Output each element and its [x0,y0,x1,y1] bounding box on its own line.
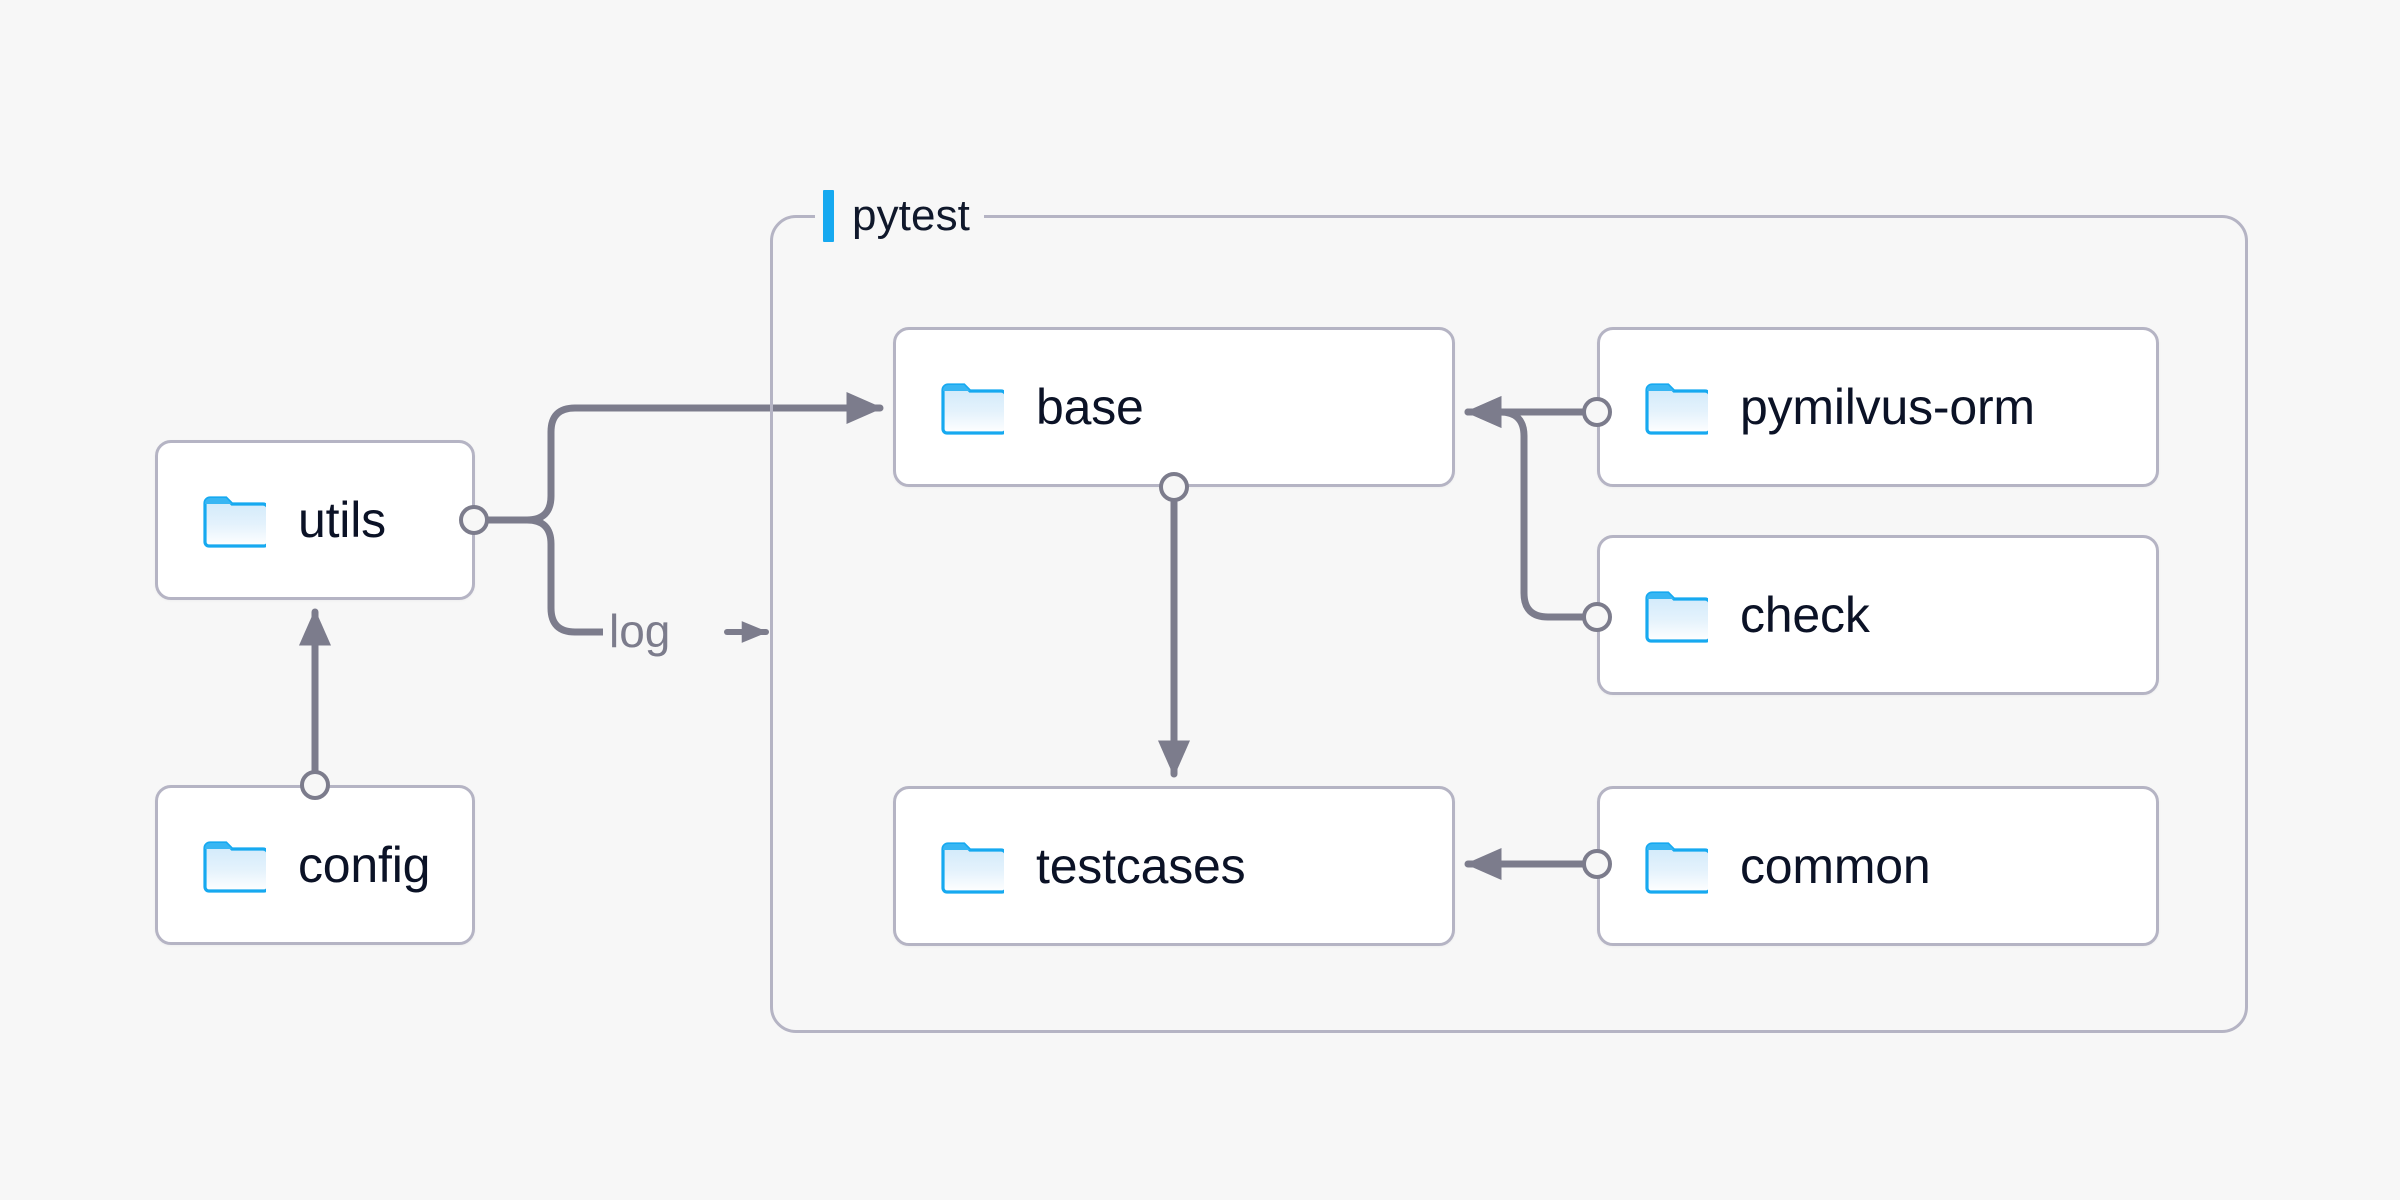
folder-icon [202,837,266,893]
group-pytest-label: pytest [852,191,970,240]
group-accent-bar [823,190,834,242]
port-common-left[interactable] [1582,849,1612,879]
edge-label-log: log [603,604,677,658]
group-pytest-title: pytest [815,188,984,244]
node-utils-label: utils [298,492,386,548]
node-config-label: config [298,837,431,893]
node-common-label: common [1740,838,1931,894]
node-testcases[interactable]: testcases [893,786,1455,946]
node-pymilvus-orm[interactable]: pymilvus-orm [1597,327,2159,487]
port-utils-right[interactable] [459,505,489,535]
port-check-left[interactable] [1582,602,1612,632]
folder-icon [202,492,266,548]
node-check-label: check [1740,587,1870,643]
node-pymilvus-orm-label: pymilvus-orm [1740,379,2035,435]
folder-icon [940,379,1004,435]
node-utils[interactable]: utils [155,440,475,600]
port-base-bottom[interactable] [1159,472,1189,502]
node-base-label: base [1036,379,1144,435]
node-testcases-label: testcases [1036,838,1246,894]
port-pymilvus-orm-left[interactable] [1582,397,1612,427]
node-config[interactable]: config [155,785,475,945]
port-config-top[interactable] [300,770,330,800]
group-pytest[interactable] [770,215,2248,1033]
node-base[interactable]: base [893,327,1455,487]
folder-icon [1644,838,1708,894]
folder-icon [1644,587,1708,643]
folder-icon [940,838,1004,894]
node-check[interactable]: check [1597,535,2159,695]
node-common[interactable]: common [1597,786,2159,946]
folder-icon [1644,379,1708,435]
